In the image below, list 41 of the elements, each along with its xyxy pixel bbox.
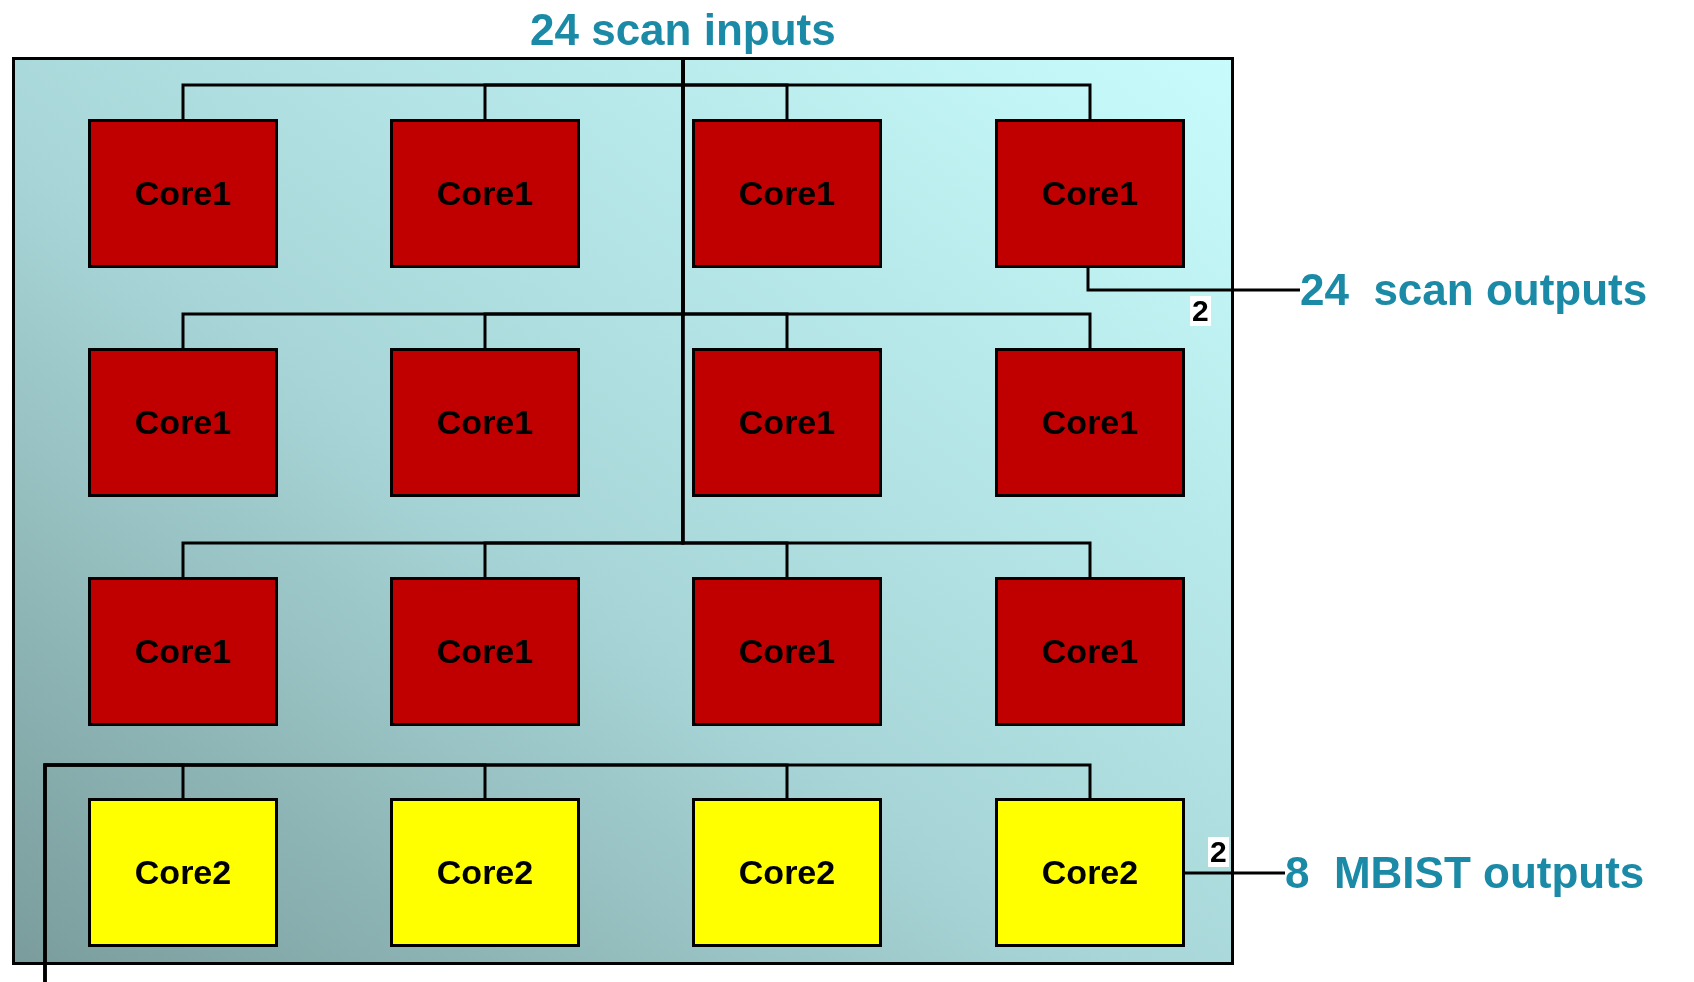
- core-block: [88, 577, 278, 726]
- edge-label: 2: [1208, 837, 1229, 867]
- signal-label: 8 MBIST outputs: [1285, 845, 1645, 901]
- core-block: [692, 119, 882, 268]
- edge-label: 2: [1190, 296, 1211, 326]
- core-block: [995, 577, 1185, 726]
- core-label: Core1: [436, 632, 534, 671]
- core-block: [995, 119, 1185, 268]
- core-label: Core2: [436, 853, 534, 892]
- core-label: Core2: [738, 853, 836, 892]
- signal-line: [1185, 871, 1285, 875]
- core-label: Core1: [134, 403, 232, 442]
- core-label: Core1: [1041, 632, 1139, 671]
- core-block: [88, 798, 278, 947]
- core-block: [390, 798, 580, 947]
- core-block: [692, 348, 882, 497]
- signal-line: [1086, 268, 1300, 292]
- core-block: [390, 577, 580, 726]
- signal-label: 24 scan outputs: [1300, 262, 1648, 318]
- core-label: Core1: [436, 403, 534, 442]
- core-block: [995, 348, 1185, 497]
- core-block: [995, 798, 1185, 947]
- core-block: [88, 348, 278, 497]
- core-block: [390, 348, 580, 497]
- core-block: [692, 577, 882, 726]
- core-label: Core1: [738, 403, 836, 442]
- core-label: Core1: [436, 174, 534, 213]
- core-label: Core1: [134, 632, 232, 671]
- core-label: Core1: [738, 632, 836, 671]
- core-block: [390, 119, 580, 268]
- core-block: [88, 119, 278, 268]
- core-label: Core1: [1041, 403, 1139, 442]
- signal-line: [43, 763, 1092, 982]
- chip-outline: [12, 57, 1234, 965]
- core-label: Core2: [1041, 853, 1139, 892]
- core-label: Core1: [738, 174, 836, 213]
- core-block: [692, 798, 882, 947]
- core-label: Core1: [134, 174, 232, 213]
- core-label: Core2: [134, 853, 232, 892]
- core-label: Core1: [1041, 174, 1139, 213]
- signal-label: 24 scan inputs: [530, 2, 836, 58]
